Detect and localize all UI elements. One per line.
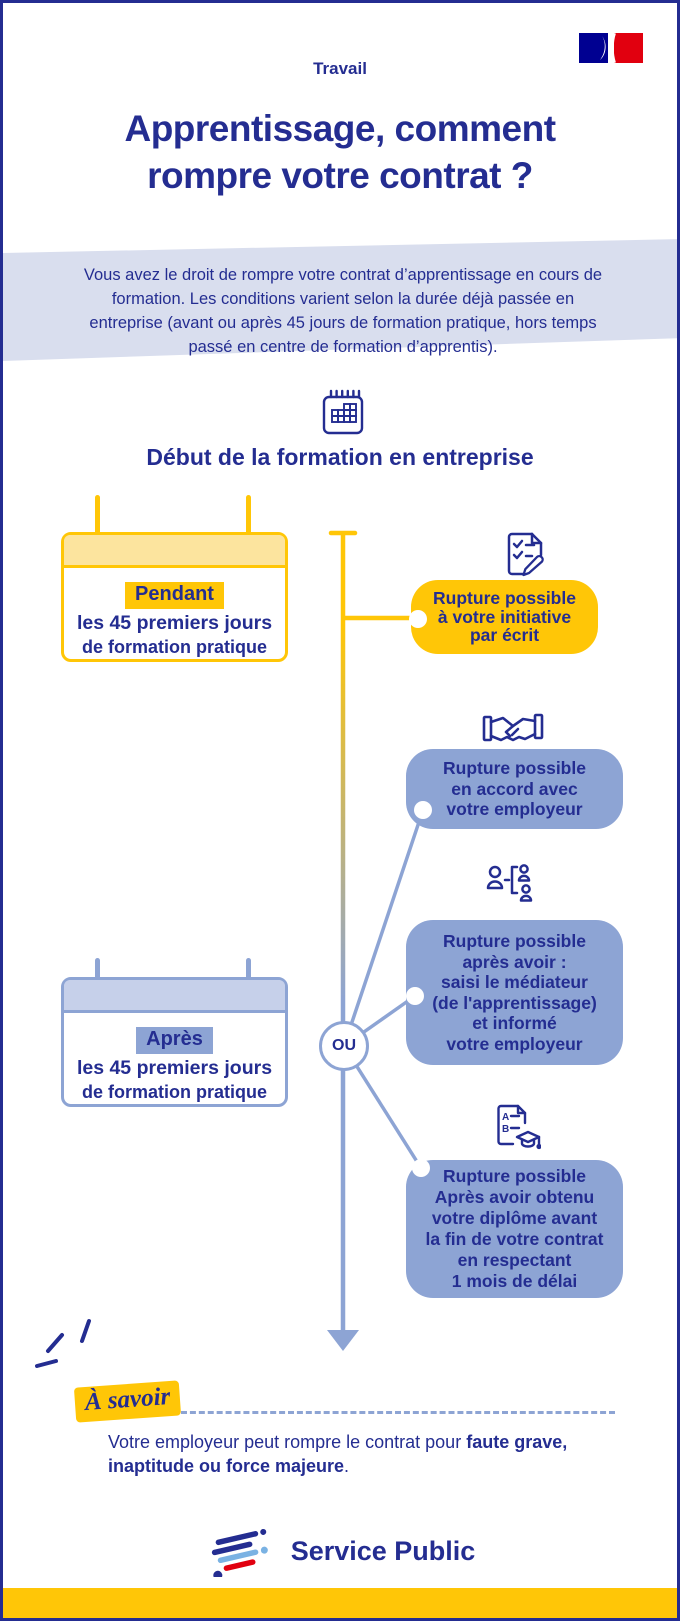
period-highlight-after: Après bbox=[136, 1027, 213, 1054]
calendar-card-band bbox=[64, 535, 285, 568]
document-check-pencil-icon bbox=[507, 532, 544, 577]
footer-yellow-bar bbox=[3, 1588, 677, 1618]
timeline-arrowhead bbox=[327, 1330, 359, 1351]
attention-burst-icon bbox=[35, 1319, 91, 1368]
service-public-logo: Service Public bbox=[3, 1525, 677, 1577]
connector-dot bbox=[412, 1159, 430, 1177]
or-connector-circle: OU bbox=[319, 1021, 369, 1071]
note-text-bold: faute grave, inaptitude ou force majeure bbox=[108, 1432, 568, 1476]
option-bubble-written: Rupture possible à votre initiative par … bbox=[411, 580, 598, 654]
intro-band bbox=[3, 239, 677, 361]
brand-name: Service Public bbox=[290, 1535, 476, 1566]
handshake-icon bbox=[482, 713, 544, 742]
mediator-people-icon bbox=[486, 864, 533, 902]
option-bubble-mediator: Rupture possible après avoir : saisi le … bbox=[406, 920, 623, 1065]
connector-dot bbox=[406, 987, 424, 1005]
period-line2: les 45 premiers jours bbox=[76, 1057, 273, 1079]
svg-text:A: A bbox=[502, 1112, 509, 1123]
note-text-normal: Votre employeur peut rompre le contrat p… bbox=[108, 1432, 467, 1452]
connector-dot bbox=[414, 801, 432, 819]
page-title: Apprentissage, comment rompre votre cont… bbox=[124, 108, 556, 196]
service-public-logo-icon bbox=[211, 1528, 268, 1577]
dashed-separator bbox=[181, 1411, 615, 1414]
branch-to-agreement-option bbox=[342, 809, 425, 1047]
calendar-icon bbox=[322, 389, 364, 435]
period-line3: de formation pratique bbox=[81, 637, 267, 657]
calendar-hanger bbox=[95, 495, 100, 557]
intro-paragraph: Vous avez le droit de rompre votre contr… bbox=[83, 266, 603, 356]
calendar-hanger bbox=[246, 495, 251, 557]
period-card-after: Après les 45 premiers jours de formation… bbox=[61, 977, 288, 1107]
connector-dot bbox=[409, 610, 427, 628]
french-government-flag-icon bbox=[579, 33, 643, 63]
section-heading: Début de la formation en entreprise bbox=[146, 444, 534, 470]
note-text-period: . bbox=[344, 1455, 350, 1476]
period-line3: de formation pratique bbox=[81, 1082, 267, 1102]
svg-text:B: B bbox=[502, 1124, 509, 1135]
employer-note: Votre employeur peut rompre le contrat p… bbox=[108, 1431, 608, 1478]
period-card-during: Pendant les 45 premiers jours de formati… bbox=[61, 532, 288, 662]
period-highlight-during: Pendant bbox=[125, 582, 224, 609]
option-bubble-agreement: Rupture possible en accord avec votre em… bbox=[406, 749, 623, 829]
period-line2: les 45 premiers jours bbox=[76, 612, 273, 634]
a-savoir-label: À savoir bbox=[73, 1380, 182, 1423]
diploma-graduation-icon: A B bbox=[497, 1104, 541, 1150]
category-label: Travail bbox=[313, 59, 367, 78]
calendar-card-band bbox=[64, 980, 285, 1013]
option-bubble-diploma: Rupture possible Après avoir obtenu votr… bbox=[406, 1160, 623, 1298]
